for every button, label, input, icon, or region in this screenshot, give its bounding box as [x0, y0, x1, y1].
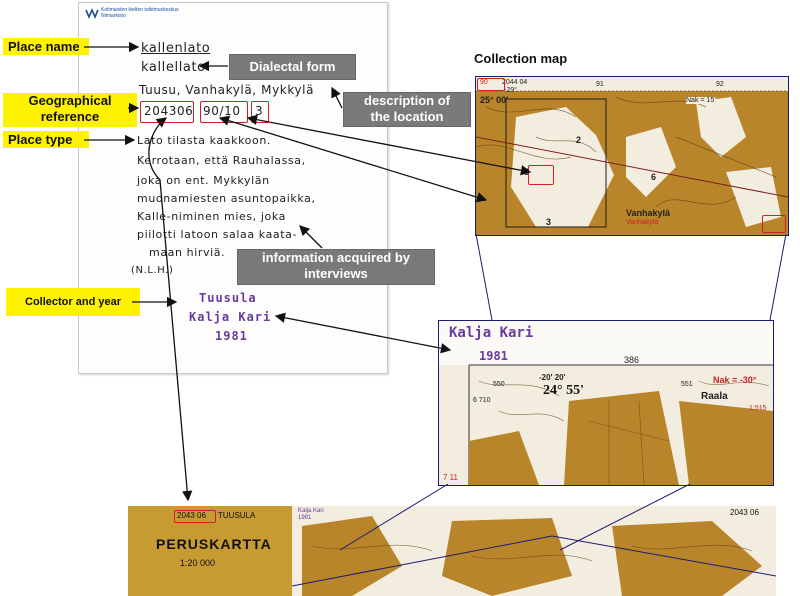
map-sheet-top: 2044 04	[502, 79, 528, 86]
card-dialectal-form: kallellato	[141, 60, 206, 75]
field-number: 2	[576, 135, 582, 145]
note-line: Lato tilasta kaakkoon.	[137, 134, 271, 147]
map-village-highlight	[762, 215, 786, 233]
label-geo-line2: reference	[40, 109, 100, 124]
map-place-vanhakyla: Vanhakylä	[626, 208, 671, 218]
coord-a: -29°	[504, 87, 517, 94]
label-dialectal-form: Dialectal form	[229, 54, 356, 80]
sheet-cover	[128, 506, 292, 596]
sheet-header-collector: Kalja Kari	[298, 508, 324, 514]
zoom-edge-num: 1:515	[749, 405, 767, 412]
institute-name: Kotimaisten kielten tutkimuskeskus	[101, 7, 179, 13]
map-place-highlight	[528, 165, 554, 185]
sheet-header-year: 1981	[298, 515, 312, 521]
note-line: Kerrotaan, että Rauhalassa,	[137, 154, 306, 167]
collection-map-title: Collection map	[474, 51, 568, 66]
collector-year: 1981	[215, 329, 248, 343]
label-description-line2: the location	[370, 109, 444, 124]
map-grid-highlight	[477, 78, 505, 91]
sheet-code: 2043 06	[177, 511, 206, 520]
label-place-name: Place name	[3, 38, 89, 55]
field-number: 6	[651, 172, 657, 182]
institute-logo-icon	[85, 7, 99, 20]
note-line: Kalle-niminen mies, joka	[137, 210, 286, 223]
sheet-code-right: 2043 06	[730, 508, 759, 517]
grid-91: 91	[596, 81, 604, 88]
note-line: maan hirviä.	[149, 246, 226, 259]
grid-90: 90	[480, 79, 488, 86]
zoom-num-551: 551	[681, 381, 693, 388]
zoom-grid-386: 386	[624, 355, 640, 365]
label-place-type: Place type	[3, 131, 89, 148]
zoom-coord-top: -20' 20'	[539, 373, 566, 382]
field-number: 3	[546, 217, 552, 227]
zoom-num-6710: 6 710	[473, 397, 491, 404]
map-place-vanhakyla-red: Vanhakylä	[626, 219, 659, 226]
sheet-municipality: TUUSULA	[218, 511, 256, 520]
card-place-name: kallenlato	[141, 41, 211, 56]
zoomed-map: Kalja Kari 1981 386 550 551 6 710 -20' 2…	[438, 320, 774, 486]
card-ref-type: 3	[255, 104, 264, 118]
zoom-coord-deg: 24° 55'	[543, 383, 584, 398]
institute-subname: Nimiarkisto	[101, 13, 126, 19]
label-description: description of the location	[343, 92, 471, 127]
collection-map: 90 2044 04 91 92 -29° 25° 00' Nak = 15° …	[475, 76, 789, 236]
zoom-year: 1981	[479, 349, 508, 363]
label-geographical-reference: Geographical reference	[3, 93, 137, 127]
card-location: Tuusu, Vanhakylä, Mykkylä	[139, 83, 315, 97]
label-collector: Collector and year	[6, 288, 140, 316]
sheet-code-highlight	[174, 510, 216, 523]
peruskartta-sheet: 2043 06 TUUSULA PERUSKARTTA 1:20 000 Kal…	[128, 506, 776, 596]
zoom-nak: Nak = -30°	[713, 375, 757, 385]
card-signature: (N.L.H.)	[131, 265, 174, 276]
zoom-guide-left	[475, 233, 493, 321]
collection-map-graphic	[476, 77, 788, 228]
zoom-place-raala: Raala	[701, 391, 728, 402]
sheet-title: PERUSKARTTA	[156, 536, 272, 552]
note-line: muonamiesten asuntopaikka,	[137, 192, 316, 205]
zoom-collector-name: Kalja Kari	[449, 325, 534, 341]
label-information: information acquired by interviews	[237, 249, 435, 285]
zoom-num-550: 550	[493, 381, 505, 388]
sheet-map-graphic	[292, 516, 776, 596]
sheet-scale: 1:20 000	[180, 558, 216, 568]
zoomed-map-graphic	[439, 321, 773, 485]
card-ref-sheet: 90/10	[203, 104, 241, 118]
label-geo-line1: Geographical	[28, 93, 112, 108]
nak-top: Nak = 15°	[686, 97, 718, 104]
collector-place: Tuusula	[199, 291, 257, 305]
card-ref-code: 204306	[144, 104, 194, 118]
label-description-line1: description of	[364, 93, 450, 108]
label-information-line1: information acquired by	[261, 250, 411, 265]
zoom-corner: 7 11	[443, 473, 458, 482]
coord-b: 25° 00'	[480, 95, 509, 105]
zoom-guide-right	[769, 233, 787, 321]
label-information-line2: interviews	[304, 266, 368, 281]
note-line: joka on ent. Mykkylän	[137, 174, 270, 187]
note-line: piilotti latoon salaa kaata-	[137, 228, 298, 241]
collector-name: Kalja Kari	[189, 310, 272, 324]
grid-92: 92	[716, 81, 724, 88]
